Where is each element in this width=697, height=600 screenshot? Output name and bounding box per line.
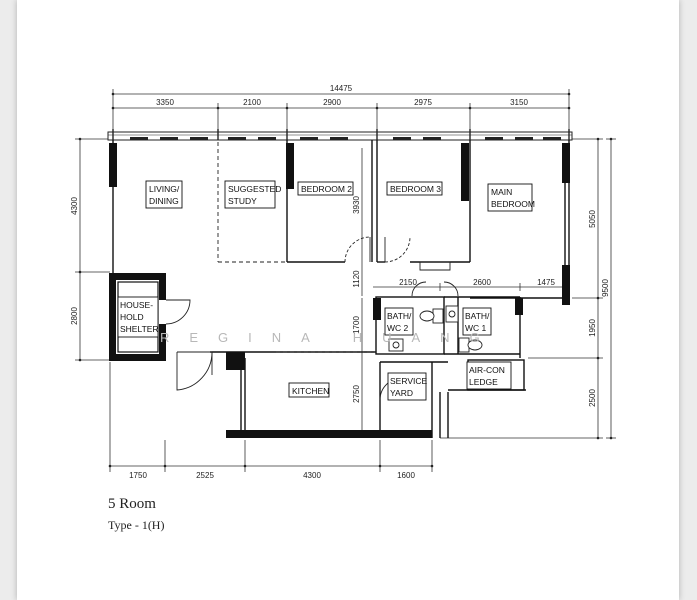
dim-top-2: 2100 bbox=[243, 98, 261, 107]
label-main-bedroom-line-1: MAIN bbox=[491, 187, 512, 197]
label-bath2-line-1: BATH/ bbox=[387, 311, 412, 321]
dim-right-1: 5050 bbox=[588, 210, 597, 228]
label-aircon-line-2: LEDGE bbox=[469, 377, 498, 387]
label-shelter-line-3: SHELTER bbox=[120, 324, 159, 334]
dim-top-total: 14475 bbox=[330, 84, 353, 93]
dim-bottom-3: 4300 bbox=[303, 471, 321, 480]
dashed-partitions bbox=[217, 142, 376, 353]
dim-top-3: 2900 bbox=[323, 98, 341, 107]
watermark-text: REGINA HUANG bbox=[160, 330, 500, 345]
dim-interior-4: 2750 bbox=[352, 385, 361, 403]
dim-left-1: 4300 bbox=[70, 197, 79, 215]
dim-bottom-4: 1600 bbox=[397, 471, 415, 480]
label-bedroom-2: BEDROOM 2 bbox=[301, 184, 352, 194]
dim-right-3: 2500 bbox=[588, 389, 597, 407]
dim-bottom-1: 1750 bbox=[129, 471, 147, 480]
room-labels: LIVING/ DINING SUGGESTED STUDY BEDROOM 2… bbox=[120, 184, 535, 398]
label-aircon-line-1: AIR-CON bbox=[469, 365, 505, 375]
dim-bottom-2: 2525 bbox=[196, 471, 214, 480]
label-service-yard-line-1: SERVICE bbox=[390, 376, 427, 386]
dim-right-total: 9500 bbox=[601, 279, 610, 297]
label-bath2-line-2: WC 2 bbox=[387, 323, 409, 333]
room-label-boxes bbox=[117, 180, 533, 401]
dim-top-4: 2975 bbox=[414, 98, 432, 107]
dimension-labels: 14475 3350 2100 2900 2975 3150 1750 2525… bbox=[70, 84, 610, 480]
facade-windows bbox=[107, 129, 573, 141]
label-living-line-1: LIVING/ bbox=[149, 184, 180, 194]
dim-interior-7: 1475 bbox=[537, 278, 555, 287]
label-service-yard-line-2: YARD bbox=[390, 388, 413, 398]
plan-title: 5 Room bbox=[108, 496, 156, 512]
dim-interior-3: 1700 bbox=[352, 316, 361, 334]
label-living-line-2: DINING bbox=[149, 196, 179, 206]
label-bedroom-3: BEDROOM 3 bbox=[390, 184, 441, 194]
dim-interior-1: 3930 bbox=[352, 196, 361, 214]
label-bath1-line-1: BATH/ bbox=[465, 311, 490, 321]
label-shelter-line-1: HOUSE- bbox=[120, 300, 153, 310]
label-study-line-2: STUDY bbox=[228, 196, 257, 206]
dim-interior-6: 2600 bbox=[473, 278, 491, 287]
dimension-ticks bbox=[78, 92, 613, 468]
label-kitchen: KITCHEN bbox=[292, 386, 329, 396]
structural-walls bbox=[109, 143, 570, 438]
bath-fixtures bbox=[388, 305, 483, 353]
plan-type: Type - 1(H) bbox=[108, 518, 165, 532]
label-study-line-1: SUGGESTED bbox=[228, 184, 281, 194]
label-shelter-line-2: HOLD bbox=[120, 312, 144, 322]
label-main-bedroom-line-2: BEDROOM bbox=[491, 199, 535, 209]
label-bath1-line-2: WC 1 bbox=[465, 323, 487, 333]
dim-interior-2: 1120 bbox=[352, 270, 361, 288]
door-swings bbox=[165, 236, 459, 401]
dim-left-2: 2800 bbox=[70, 307, 79, 325]
dim-right-2: 1950 bbox=[588, 319, 597, 337]
dim-top-5: 3150 bbox=[510, 98, 528, 107]
dim-interior-5: 2150 bbox=[399, 278, 417, 287]
dim-top-1: 3350 bbox=[156, 98, 174, 107]
dimension-lines bbox=[75, 89, 616, 472]
